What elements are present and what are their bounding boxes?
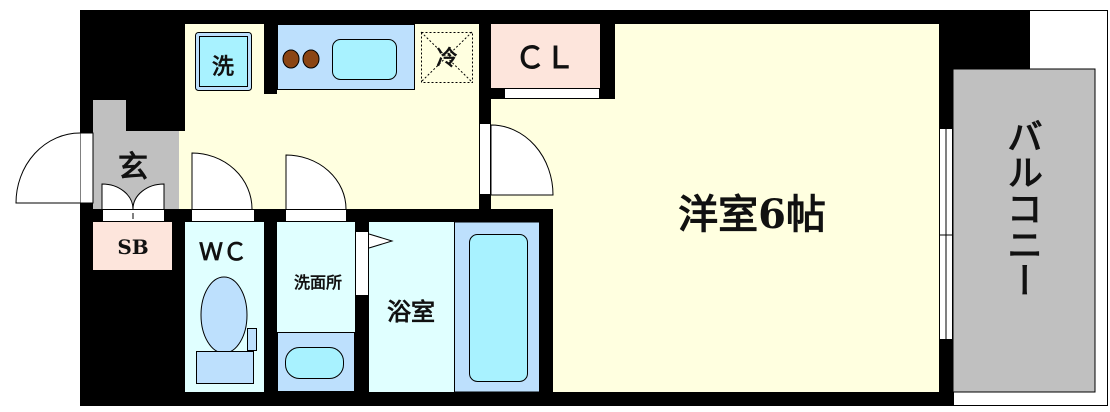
shoe-box-door-swing[interactable] bbox=[132, 183, 165, 210]
wc-door-gap bbox=[191, 209, 255, 222]
toilet-bowl-icon bbox=[200, 276, 248, 354]
entrance-label: 玄 bbox=[118, 150, 148, 185]
refrigerator-space bbox=[421, 32, 473, 83]
western-room-floor bbox=[491, 99, 939, 209]
entrance-floor bbox=[93, 100, 126, 132]
washroom-door-swing[interactable] bbox=[285, 154, 347, 210]
kitchen-sink bbox=[332, 39, 397, 80]
bathtub bbox=[469, 234, 528, 382]
western-room-floor bbox=[615, 24, 939, 104]
toilet-label: ＷＣ bbox=[199, 237, 247, 266]
bathroom-door[interactable] bbox=[355, 231, 369, 296]
refrigerator-label: 冷 bbox=[437, 45, 458, 70]
washroom-door-gap bbox=[285, 209, 347, 222]
vanity-basin bbox=[285, 347, 344, 379]
entrance-door-swing[interactable] bbox=[15, 132, 81, 204]
stove-burner-icon bbox=[302, 49, 320, 69]
stove-burner-icon bbox=[282, 49, 300, 69]
toilet-paper-icon bbox=[247, 328, 257, 351]
closet-door[interactable] bbox=[504, 88, 600, 99]
bathroom bbox=[369, 222, 454, 392]
western-room-label: 洋室6帖 bbox=[678, 191, 826, 238]
shoe-box-door-swing[interactable] bbox=[101, 183, 134, 210]
washing-machine-label: 洗 bbox=[212, 54, 234, 80]
washroom-label: 洗面所 bbox=[294, 273, 342, 292]
bathroom-label: 浴室 bbox=[387, 297, 435, 326]
kitchen-floor-ext bbox=[179, 131, 187, 209]
shoe-box-label: SB bbox=[117, 235, 148, 259]
wc-door-swing[interactable] bbox=[191, 152, 253, 210]
room-door-gap bbox=[479, 123, 491, 195]
kitchen-wall-piece bbox=[264, 24, 277, 94]
closet-label: ＣＬ bbox=[515, 41, 575, 76]
balcony-top-wall-2 bbox=[953, 10, 1030, 69]
shoe-box bbox=[93, 222, 172, 270]
balcony-area bbox=[952, 68, 1096, 393]
washing-machine-inner bbox=[199, 36, 248, 87]
room-door-swing[interactable] bbox=[490, 124, 554, 196]
western-room-floor bbox=[553, 205, 939, 392]
toilet-tank-icon bbox=[196, 351, 254, 384]
balcony-label: バルコニー bbox=[1001, 118, 1043, 298]
closet bbox=[491, 24, 600, 88]
entrance-door-gap bbox=[79, 132, 94, 204]
bathroom-door-marker bbox=[368, 233, 394, 249]
